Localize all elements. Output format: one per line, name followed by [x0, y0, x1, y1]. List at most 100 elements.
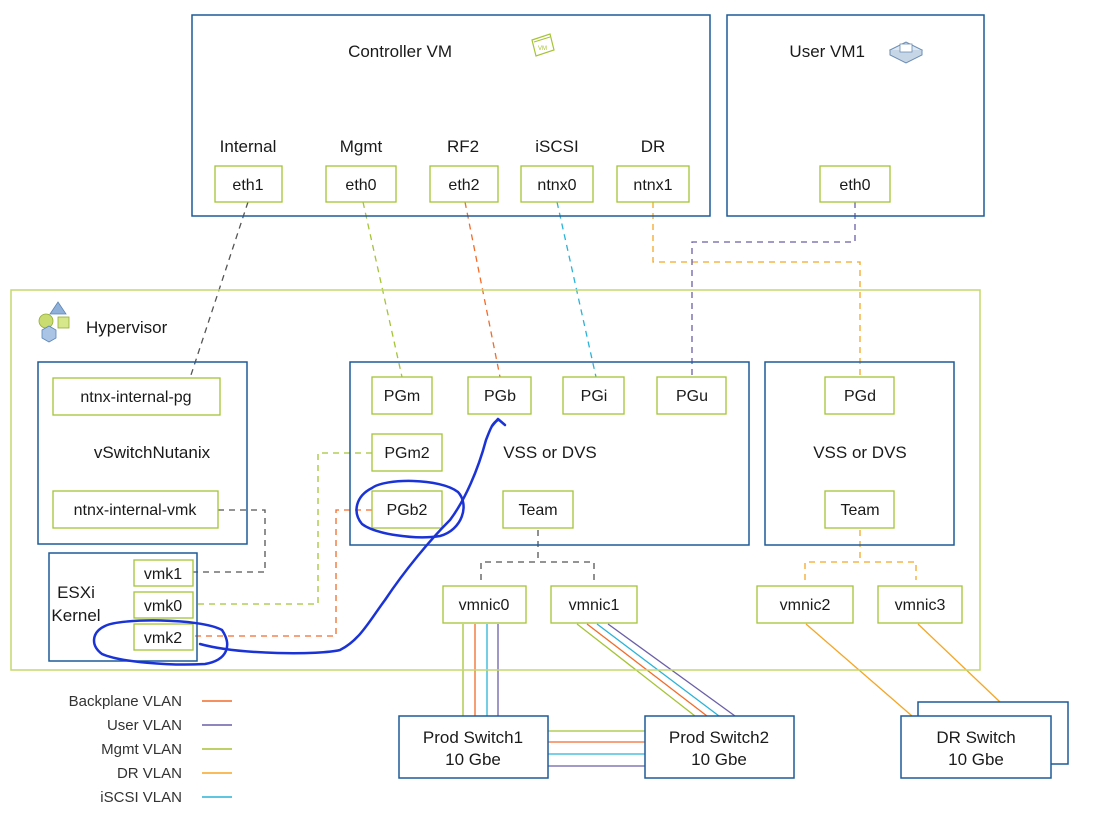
link-team-main [480, 530, 595, 580]
vmnic2[interactable] [756, 585, 854, 624]
prod-switch-2-name: Prod Switch2 [669, 728, 769, 747]
legend-backplane: Backplane VLAN [69, 693, 182, 710]
port-ntnx1-label: ntnx1 [633, 177, 672, 194]
switches: Prod Switch1 10 Gbe Prod Switch2 10 Gbe … [398, 701, 1069, 779]
port-eth0[interactable] [325, 165, 397, 203]
esxi-kernel-title-1: ESXi [57, 583, 95, 602]
vmnic1[interactable] [550, 585, 638, 624]
pg-pgb2[interactable] [371, 490, 443, 529]
port-eth1-label: eth1 [232, 177, 263, 194]
vmnic0-label: vmnic0 [459, 597, 510, 614]
dr-switch-speed: 10 Gbe [948, 750, 1004, 769]
vss-dr: PGd VSS or DVS Team [764, 361, 955, 546]
iface-label-mgmt: Mgmt [340, 137, 383, 156]
pg-pgu[interactable] [656, 376, 727, 415]
link-user [691, 202, 856, 377]
vss-main-title: VSS or DVS [503, 443, 597, 462]
pg-pgu-label: PGu [676, 388, 708, 405]
port-eth2-label: eth2 [448, 177, 479, 194]
pg-pgd[interactable] [824, 376, 895, 415]
link-vmk2 [193, 509, 372, 637]
connections [189, 201, 1001, 767]
hypervisor-title: Hypervisor [86, 318, 168, 337]
port-user-eth0[interactable] [819, 165, 891, 203]
port-ntnx1[interactable] [616, 165, 690, 203]
link-vmk0 [193, 452, 372, 605]
link-dr [652, 202, 861, 377]
port-ntnx0-label: ntnx0 [537, 177, 576, 194]
pg-pgi-label: PGi [581, 388, 608, 405]
esxi-kernel-title-2: Kernel [51, 606, 100, 625]
legend: Backplane VLAN User VLAN Mgmt VLAN DR VL… [69, 693, 232, 806]
legend-mgmt: Mgmt VLAN [101, 741, 182, 758]
vmk1-label: vmk1 [144, 566, 182, 583]
pg-pgm-label: PGm [384, 388, 420, 405]
vss-dr-title: VSS or DVS [813, 443, 907, 462]
legend-user: User VLAN [107, 717, 182, 734]
team-main-label: Team [518, 502, 557, 519]
port-ntnx0[interactable] [520, 165, 594, 203]
pg-pgd-label: PGd [844, 388, 876, 405]
vmk-ntnx-internal[interactable] [52, 490, 219, 529]
uplink-vmnic3-dr [917, 623, 1001, 703]
link-vmk1 [193, 509, 266, 573]
link-team-dr [804, 530, 917, 580]
vmk0[interactable] [133, 591, 194, 619]
dr-switch[interactable] [900, 715, 1052, 779]
legend-iscsi: iSCSI VLAN [100, 789, 182, 806]
vmnics: vmnic0 vmnic1 vmnic2 vmnic3 [442, 585, 963, 624]
iface-label-rf2: RF2 [447, 137, 479, 156]
esxi-kernel: ESXi Kernel vmk1 vmk0 vmk2 [48, 552, 198, 662]
controller-vm-title: Controller VM [348, 42, 452, 61]
pg-ntnx-internal[interactable] [52, 377, 221, 416]
vswitch-nutanix: ntnx-internal-pg vSwitchNutanix ntnx-int… [37, 361, 248, 545]
hypervisor: Hypervisor [10, 289, 981, 671]
vswitch-nutanix-title: vSwitchNutanix [94, 443, 211, 462]
port-eth0-label: eth0 [345, 177, 376, 194]
shapes-icon [38, 301, 70, 343]
team-dr-label: Team [840, 502, 879, 519]
vmk-ntnx-internal-label: ntnx-internal-vmk [74, 502, 198, 519]
user-vm: User VM1 eth0 [726, 14, 985, 217]
vmnic2-label: vmnic2 [780, 597, 831, 614]
controller-vm: Controller VM VM Internal eth1 Mgmt eth0… [191, 14, 711, 217]
pg-pgb2-label: PGb2 [387, 502, 428, 519]
iface-label-iscsi: iSCSI [535, 137, 578, 156]
port-user-eth0-label: eth0 [839, 177, 870, 194]
vm-icon: VM [531, 33, 555, 57]
pg-ntnx-internal-label: ntnx-internal-pg [80, 389, 191, 406]
port-eth1[interactable] [214, 165, 283, 203]
vmk2-label: vmk2 [144, 630, 182, 647]
vmk0-label: vmk0 [144, 598, 182, 615]
prod-switch-1[interactable] [398, 715, 549, 779]
team-main[interactable] [502, 490, 574, 529]
iface-label-dr: DR [641, 137, 666, 156]
vmnic1-label: vmnic1 [569, 597, 620, 614]
vmnic3-label: vmnic3 [895, 597, 946, 614]
pg-pgb-label: PGb [484, 388, 516, 405]
prod-switch-2-speed: 10 Gbe [691, 750, 747, 769]
pg-pgi[interactable] [562, 376, 625, 415]
svg-text:VM: VM [538, 46, 547, 52]
dr-switch-name: DR Switch [936, 728, 1015, 747]
legend-dr: DR VLAN [117, 765, 182, 782]
iface-label-internal: Internal [220, 137, 277, 156]
pg-pgm2[interactable] [371, 433, 443, 472]
hand-annotation [92, 417, 507, 666]
prod-switch-1-speed: 10 Gbe [445, 750, 501, 769]
pg-pgb[interactable] [467, 376, 532, 415]
vmnic3[interactable] [877, 585, 963, 624]
vss-main: PGm PGb PGi PGu PGm2 VSS or DVS PGb2 Tea… [349, 361, 750, 546]
pg-pgm2-label: PGm2 [384, 445, 429, 462]
vmk2[interactable] [133, 623, 194, 651]
vm-stack-icon [888, 41, 924, 64]
prod-switch-1-name: Prod Switch1 [423, 728, 523, 747]
prod-switch-2[interactable] [644, 715, 795, 779]
port-eth2[interactable] [429, 165, 499, 203]
user-vm-title: User VM1 [789, 42, 865, 61]
vmk1[interactable] [133, 559, 194, 587]
team-dr[interactable] [824, 490, 895, 529]
pg-pgm[interactable] [371, 376, 433, 415]
vmnic0[interactable] [442, 585, 527, 624]
